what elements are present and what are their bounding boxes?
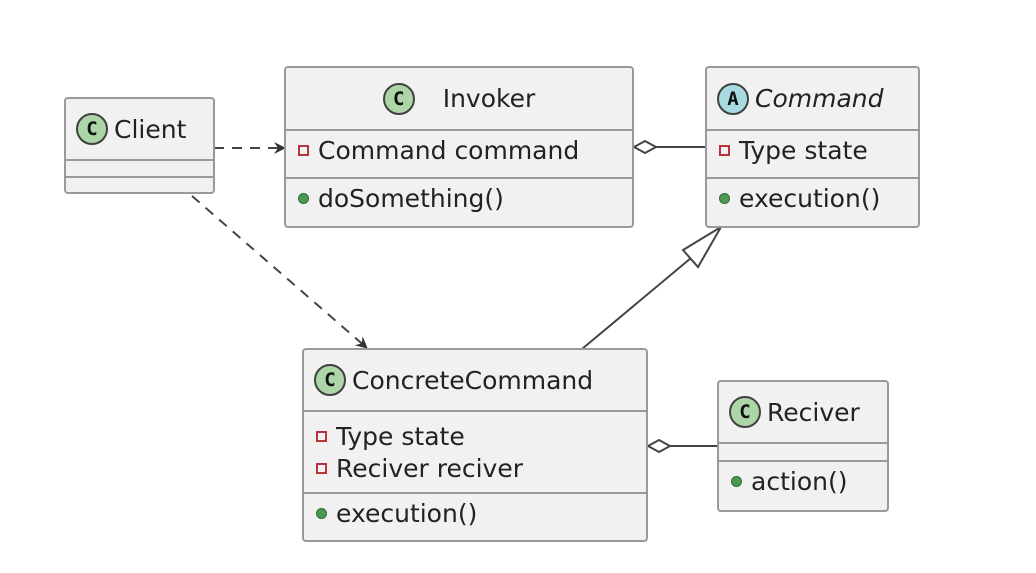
attribute-text: Type state: [336, 421, 465, 451]
generalization-concretecommand-command: [581, 226, 722, 350]
attribute-row: Type state: [719, 134, 918, 166]
class-name: Reciver: [767, 397, 860, 427]
method-text: action(): [751, 466, 848, 496]
abstract-stereotype-icon: A: [717, 82, 749, 115]
class-stereotype-icon: C: [76, 113, 108, 145]
attributes-section: [719, 444, 887, 462]
private-visibility-icon: [316, 462, 327, 474]
method-text: execution(): [739, 183, 881, 213]
method-row: execution(): [316, 497, 646, 529]
public-visibility-icon: [731, 475, 742, 487]
attributes-section: [66, 161, 213, 178]
methods-section: execution(): [304, 494, 646, 532]
attribute-text: Type state: [739, 135, 868, 165]
attributes-section: Command command: [286, 131, 632, 179]
class-header: C Invoker: [286, 68, 632, 131]
attributes-section: Type state: [707, 131, 918, 179]
private-visibility-icon: [719, 144, 730, 156]
method-row: execution(): [719, 182, 918, 214]
private-visibility-icon: [316, 430, 327, 442]
class-stereotype-icon: C: [314, 364, 346, 396]
class-name: ConcreteCommand: [352, 365, 594, 395]
class-client[interactable]: C Client: [64, 97, 215, 194]
class-reciver[interactable]: C Reciver action(): [717, 380, 889, 512]
class-name: Client: [114, 114, 187, 144]
method-row: action(): [731, 465, 887, 497]
public-visibility-icon: [316, 507, 327, 519]
public-visibility-icon: [719, 192, 730, 204]
public-visibility-icon: [298, 192, 309, 204]
attribute-text: Reciver reciver: [336, 453, 523, 483]
method-text: execution(): [336, 498, 478, 528]
attribute-row: Type state: [316, 420, 646, 452]
class-header: C Client: [66, 99, 213, 161]
methods-section: doSomething(): [286, 179, 632, 217]
attribute-text: Command command: [318, 135, 580, 165]
class-concretecommand[interactable]: C ConcreteCommand Type state Reciver rec…: [302, 348, 648, 542]
class-command[interactable]: A Command Type state execution(): [705, 66, 920, 228]
method-text: doSomething(): [318, 183, 504, 213]
methods-section: [66, 178, 213, 192]
class-header: A Command: [707, 68, 918, 131]
dependency-client-concretecommand: [191, 195, 368, 349]
class-invoker[interactable]: C Invoker Command command doSomething(): [284, 66, 634, 228]
class-header: C ConcreteCommand: [304, 350, 646, 412]
aggregation-invoker-command: [631, 139, 706, 155]
attributes-section: Type state Reciver reciver: [304, 412, 646, 494]
class-name: Command: [755, 84, 884, 113]
methods-section: action(): [719, 462, 887, 500]
class-header: C Reciver: [719, 382, 887, 444]
attribute-row: Command command: [298, 134, 632, 166]
attribute-row: Reciver reciver: [316, 452, 646, 484]
class-stereotype-icon: C: [382, 82, 415, 115]
class-stereotype-icon: C: [729, 396, 761, 428]
method-row: doSomething(): [298, 182, 632, 214]
class-name: Invoker: [442, 84, 536, 113]
private-visibility-icon: [298, 144, 309, 156]
methods-section: execution(): [707, 179, 918, 217]
aggregation-concretecommand-reciver: [645, 438, 718, 454]
